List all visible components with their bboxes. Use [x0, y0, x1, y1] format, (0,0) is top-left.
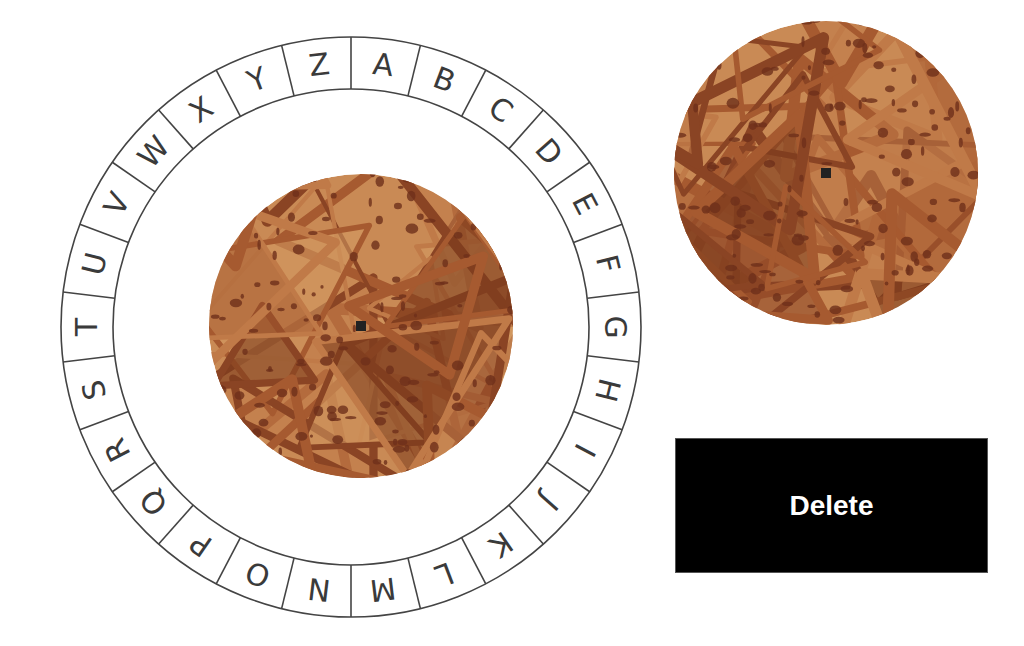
cell-divider	[462, 70, 486, 116]
cell-divider	[509, 110, 543, 149]
cell-divider	[216, 70, 240, 116]
cell-divider	[547, 162, 590, 192]
loose-disc	[542, 0, 1024, 433]
cell-divider	[282, 45, 294, 95]
cell-divider	[462, 538, 486, 584]
cell-divider	[408, 45, 420, 95]
cell-divider	[509, 505, 543, 544]
inner-disc	[120, 100, 619, 620]
outer-ring	[61, 37, 641, 617]
cipher-letter: A	[371, 49, 395, 81]
pivot-dot	[356, 321, 366, 331]
cell-divider	[159, 505, 193, 544]
cell-divider	[63, 292, 115, 298]
cipher-letter: N	[306, 573, 332, 605]
cell-divider	[587, 356, 639, 362]
cell-divider	[282, 558, 294, 608]
cell-divider	[350, 37, 352, 89]
cipher-letter: G	[600, 315, 630, 338]
cell-divider	[587, 292, 639, 298]
delete-button: Delete	[675, 438, 988, 573]
cipher-letter: T	[72, 318, 102, 336]
cell-divider	[350, 565, 352, 617]
cell-divider	[408, 558, 420, 608]
button-label: Delete	[789, 490, 873, 522]
pivot-dot	[821, 168, 831, 178]
cipher-letter: M	[368, 573, 397, 606]
cell-divider	[80, 224, 129, 242]
cell-divider	[112, 462, 155, 492]
cell-divider	[216, 538, 240, 584]
cell-divider	[574, 411, 623, 429]
cell-divider	[63, 356, 115, 362]
cell-divider	[574, 224, 623, 242]
cell-divider	[80, 411, 129, 429]
cipher-letter: Z	[307, 49, 331, 81]
cell-divider	[547, 462, 590, 492]
